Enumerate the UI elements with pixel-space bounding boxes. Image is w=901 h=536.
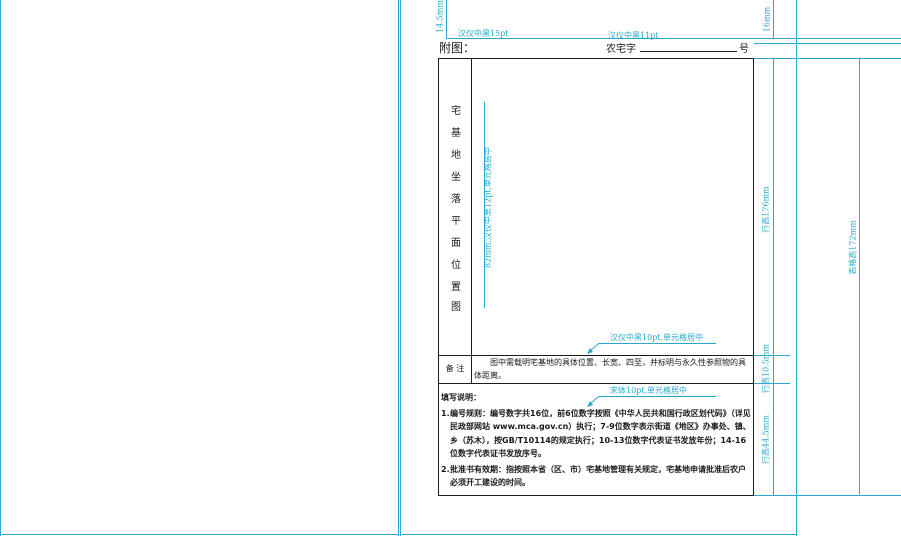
table-right-border [753,58,754,496]
instructions-title: 填写说明： [441,393,481,402]
number-font-note: 汉仪中黑11pt [608,31,659,40]
remarks-row-divider [438,383,754,384]
row-height-remarks-note: 行高10.5mm [761,344,771,393]
header-bottom-guide [754,43,901,44]
remarks-arrow-icon [586,341,600,360]
site-plan-label-char: 落 [451,194,461,205]
header-height-guide [773,0,774,38]
instructions-item-number: 2. [441,464,450,474]
instructions-item: 1. 编号规则：编号数字共16位，前6位数字按照《中华人民共和国行政区划代码》（… [441,407,751,461]
instructions-item-text: 编号规则：编号数字共16位，前6位数字按照《中华人民共和国行政区划代码》（详见民… [450,408,751,459]
right-page-bottom-border [400,534,797,535]
site-plan-label-char: 图 [451,302,461,313]
site-plan-label-char: 坐 [451,172,461,183]
number-fill-line [640,51,737,52]
header-top-guide [446,38,901,39]
instructions-font-underline [598,396,716,397]
instructions-item-number: 1. [441,408,450,418]
main-row-divider [438,355,754,356]
main-row-bottom-guide [754,355,790,356]
left-page-right-border [398,0,399,536]
header-height-note: 16mm [762,6,772,33]
site-plan-drawing-area [472,59,753,355]
instructions-arrow-icon [586,394,600,413]
site-plan-label-char: 位 [451,260,461,271]
site-plan-label-char: 置 [451,282,461,293]
right-page-right-border [796,0,797,536]
instructions-font-note: 宋体10pt,单元格居中 [610,386,688,395]
table-height-note: 表格高172mm [848,220,858,275]
table-height-guide [859,58,860,495]
table-top-border [438,58,754,59]
row-height-guide [773,58,774,495]
table-top-guide [754,58,901,59]
left-page-right-edge [0,0,1,536]
instructions-item: 2. 批准书有效期：指按照本省（区、市）宅基地管理有关规定，宅基地申请批准后农户… [441,463,751,490]
site-plan-label-char: 宅 [451,106,461,117]
site-plan-label-char: 地 [451,150,461,161]
site-plan-label-char: 基 [451,128,461,139]
left-label-spec-bar [484,102,485,308]
top-margin-guide [446,0,447,38]
instructions-block: 填写说明： 1. 编号规则：编号数字共16位，前6位数字按照《中华人民共和国行政… [441,391,751,490]
page-title: 附图： [439,41,476,55]
table-bottom-guide [754,495,901,496]
row-height-main-note: 行高176mm [761,186,771,233]
instructions-item-text: 批准书有效期：指按照本省（区、市）宅基地管理有关规定，宅基地申请批准后农户必须开… [450,464,746,488]
site-plan-label-char: 面 [451,238,461,249]
remarks-text: 图中需载明宅基地的具体位置、长宽、四至，并标明与永久性参照物的具体距离。 [474,358,746,380]
right-page-left-border [400,0,401,536]
row-height-instructions-note: 行高44.5mm [761,415,771,464]
remarks-font-underline [598,343,716,344]
number-suffix: 号 [739,44,749,55]
label-column-divider [471,58,472,383]
table-bottom-border [438,495,754,496]
remarks-font-note: 汉仪中黑10pt,单元格居中 [610,333,704,342]
remarks-label: 备 注 [445,364,465,373]
table-left-border [438,58,439,496]
left-page-bottom-border [0,534,399,535]
top-margin-note: 14.5mm [435,0,445,33]
title-font-note: 汉仪中黑15pt [458,29,509,38]
number-prefix: 农宅字 [606,44,636,55]
title-font-underline [448,38,528,39]
site-plan-label-char: 平 [451,216,461,227]
remarks-row-bottom-guide [754,383,790,384]
